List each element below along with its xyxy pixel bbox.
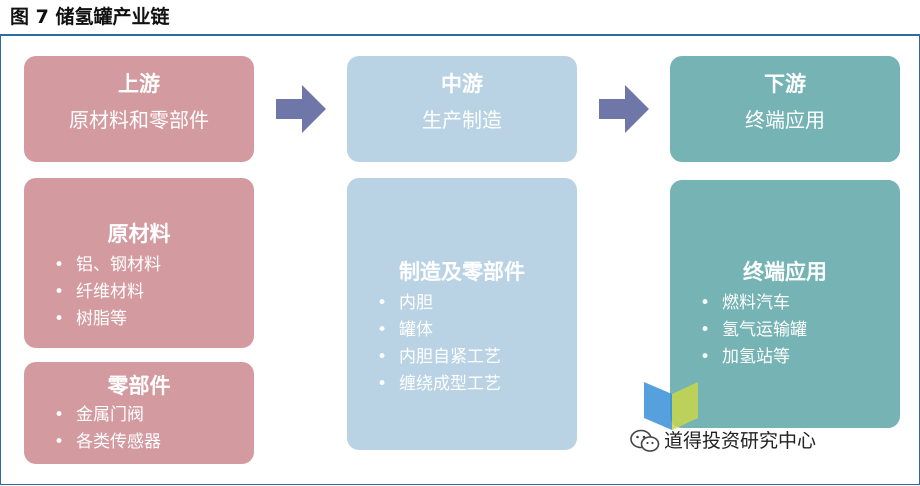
watermark-text: 道得投资研究中心 (664, 430, 817, 452)
list-item: 树脂等 (54, 306, 254, 333)
list-item: 各类传感器 (54, 429, 254, 456)
upstream-title: 上游 (118, 72, 160, 96)
figure-title: 图 7 储氢罐产业链 (10, 6, 170, 28)
upstream-subtitle: 原材料和零部件 (69, 108, 209, 132)
decorative-flag-icon (644, 382, 698, 430)
materials-list: 铝、钢材料 纤维材料 树脂等 (54, 252, 254, 333)
list-item: 燃料汽车 (700, 290, 900, 317)
applications-list: 燃料汽车 氢气运输罐 加氢站等 (700, 290, 900, 371)
title-rule (0, 34, 920, 36)
manufacturing-list: 内胆 罐体 内胆自紧工艺 缠绕成型工艺 (377, 290, 577, 398)
list-item: 内胆自紧工艺 (377, 344, 577, 371)
downstream-title: 下游 (764, 72, 806, 96)
midstream-title: 中游 (441, 72, 483, 96)
list-item: 内胆 (377, 290, 577, 317)
downstream-subtitle: 终端应用 (745, 108, 825, 132)
materials-title: 原材料 (107, 222, 171, 246)
upstream-header-box: 上游 原材料和零部件 (24, 56, 254, 162)
arrow-right-icon (276, 85, 326, 133)
list-item: 氢气运输罐 (700, 317, 900, 344)
components-list: 金属门阀 各类传感器 (54, 402, 254, 456)
materials-box: 原材料 铝、钢材料 纤维材料 树脂等 (24, 178, 254, 348)
list-item: 加氢站等 (700, 344, 900, 371)
midstream-header-box: 中游 生产制造 (347, 56, 577, 162)
list-item: 金属门阀 (54, 402, 254, 429)
wechat-icon (630, 429, 660, 452)
manufacturing-title: 制造及零部件 (399, 260, 525, 284)
applications-title: 终端应用 (743, 260, 827, 284)
components-box: 零部件 金属门阀 各类传感器 (24, 362, 254, 464)
manufacturing-box: 制造及零部件 内胆 罐体 内胆自紧工艺 缠绕成型工艺 (347, 178, 577, 450)
midstream-subtitle: 生产制造 (422, 108, 502, 132)
list-item: 缠绕成型工艺 (377, 371, 577, 398)
list-item: 纤维材料 (54, 279, 254, 306)
list-item: 罐体 (377, 317, 577, 344)
arrow-right-icon (599, 85, 649, 133)
components-title: 零部件 (107, 374, 171, 398)
applications-box: 终端应用 燃料汽车 氢气运输罐 加氢站等 (670, 180, 900, 428)
list-item: 铝、钢材料 (54, 252, 254, 279)
downstream-header-box: 下游 终端应用 (670, 56, 900, 162)
